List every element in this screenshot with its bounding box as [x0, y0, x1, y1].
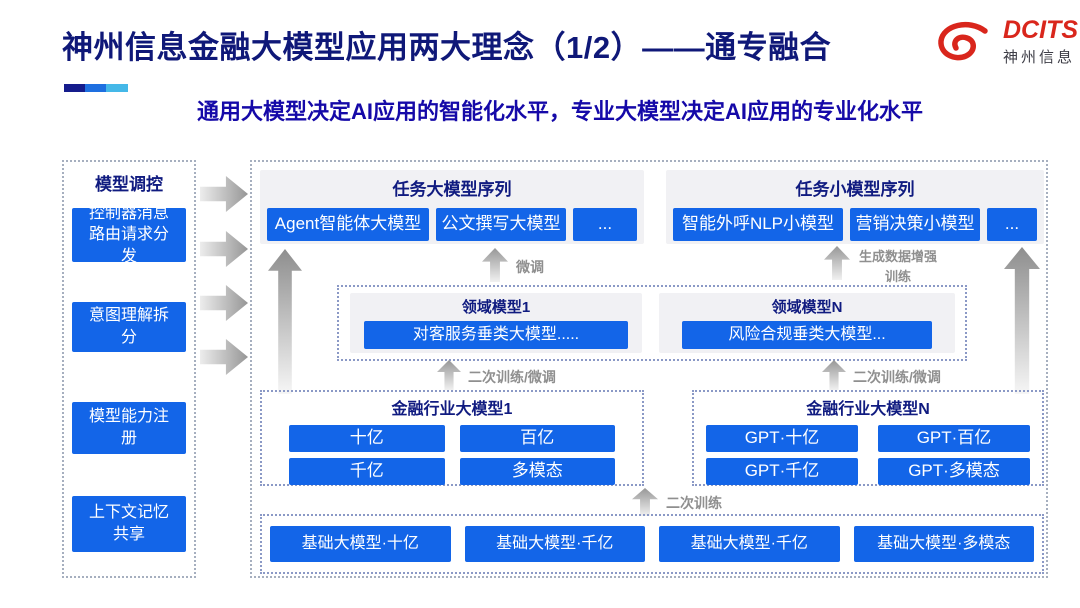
model-chip-outbound-nlp: 智能外呼NLP小模型 [673, 208, 843, 241]
title-underline-bar [64, 84, 128, 92]
up-arrow-icon [822, 360, 846, 390]
model-chip-base-multimodal: 基础大模型·多模态 [853, 526, 1034, 562]
up-arrow-icon [437, 360, 461, 390]
task-large-model-group: 任务大模型序列 Agent智能体大模型 公文撰写大模型 ... [260, 170, 644, 244]
arrow-label-gen-data: 生成数据增强训练 [858, 249, 937, 284]
model-chip-base-1b: 基础大模型·十亿 [270, 526, 451, 562]
base-model-group: 基础大模型·十亿 基础大模型·千亿 基础大模型·千亿 基础大模型·多模态 [260, 514, 1044, 574]
model-chip-marketing: 营销决策小模型 [850, 208, 980, 241]
model-chip-more: ... [573, 208, 637, 241]
sidebar-item-registry: 模型能力注册 [72, 402, 186, 454]
arrow-label-finetune: 微调 [516, 259, 544, 275]
right-arrow-icon [200, 339, 248, 375]
dcits-swirl-icon [938, 21, 988, 60]
industry-model-group-n: 金融行业大模型N GPT·十亿 GPT·百亿 GPT·千亿 GPT·多模态 [692, 390, 1044, 486]
arrow-label-secondary-finetune: 二次训练/微调 [853, 369, 941, 385]
up-arrow-icon [824, 246, 850, 280]
sidebar-item-intent: 意图理解拆分 [72, 302, 186, 352]
right-arrow-icon [200, 231, 248, 267]
logo: DCITS 神州信息 [935, 18, 1078, 67]
tall-up-arrow-icon [268, 249, 302, 394]
arrow-label-secondary-finetune: 二次训练/微调 [468, 369, 556, 385]
arrow-label-secondary-train: 二次训练 [666, 495, 722, 511]
model-chip-base-100b-2: 基础大模型·千亿 [659, 526, 840, 562]
page-title: 神州信息金融大模型应用两大理念（1/2）——通专融合 [62, 30, 832, 65]
underline-segment-navy [64, 84, 85, 92]
group-title: 金融行业大模型1 [391, 401, 513, 418]
underline-segment-blue [85, 84, 106, 92]
right-arrow-icon [200, 285, 248, 321]
model-chip-gpt-10b: GPT·百亿 [878, 425, 1030, 452]
model-architecture-container: 任务大模型序列 Agent智能体大模型 公文撰写大模型 ... 任务小模型序列 … [250, 160, 1048, 578]
up-arrow-icon [632, 488, 658, 516]
sidebar-item-context: 上下文记忆共享 [72, 496, 186, 552]
model-chip-multimodal: 多模态 [459, 458, 615, 485]
logo-subtext: 神州信息 [1003, 49, 1076, 66]
model-chip-base-100b: 基础大模型·千亿 [464, 526, 645, 562]
model-chip-gpt-multimodal: GPT·多模态 [878, 458, 1030, 485]
model-chip-agent: Agent智能体大模型 [267, 208, 429, 241]
model-chip-gpt-1b: GPT·十亿 [706, 425, 858, 452]
industry-model-group-1: 金融行业大模型1 十亿 百亿 千亿 多模态 [260, 390, 644, 486]
group-title: 任务小模型序列 [795, 180, 915, 199]
right-arrow-icon [200, 176, 248, 212]
tall-up-arrow-icon [1004, 247, 1040, 394]
logo-text: DCITS [1003, 16, 1078, 44]
slide-subtitle: 通用大模型决定AI应用的智能化水平，专业大模型决定AI应用的专业化水平 [196, 99, 923, 124]
group-title: 领域模型N [771, 299, 843, 316]
task-small-model-group: 任务小模型序列 智能外呼NLP小模型 营销决策小模型 ... [666, 170, 1044, 244]
model-chip-10b: 百亿 [459, 425, 615, 452]
up-arrow-icon [482, 248, 508, 282]
group-title: 领域模型1 [461, 299, 531, 316]
model-chip-100b: 千亿 [289, 458, 445, 485]
model-chip-gpt-100b: GPT·千亿 [706, 458, 858, 485]
domain-model-group: 领域模型1 对客服务垂类大模型..... 领域模型N 风险合规垂类大模型... [337, 285, 967, 361]
model-chip-risk-compliance: 风险合规垂类大模型... [682, 321, 932, 349]
model-control-panel: 模型调控 控制器消息路由请求分发 意图理解拆分 模型能力注册 上下文记忆共享 [62, 160, 196, 578]
model-chip-customer-service: 对客服务垂类大模型..... [364, 321, 628, 349]
underline-segment-cyan [106, 84, 128, 92]
group-title: 金融行业大模型N [806, 401, 930, 418]
model-chip-more: ... [987, 208, 1037, 241]
model-chip-1b: 十亿 [289, 425, 445, 452]
domain-model-n-box: 领域模型N 风险合规垂类大模型... [659, 293, 955, 353]
model-control-title: 模型调控 [95, 175, 163, 194]
group-title: 任务大模型序列 [392, 180, 512, 199]
sidebar-item-router: 控制器消息路由请求分发 [72, 205, 186, 265]
model-chip-docwriting: 公文撰写大模型 [436, 208, 566, 241]
domain-model-1-box: 领域模型1 对客服务垂类大模型..... [350, 293, 642, 353]
